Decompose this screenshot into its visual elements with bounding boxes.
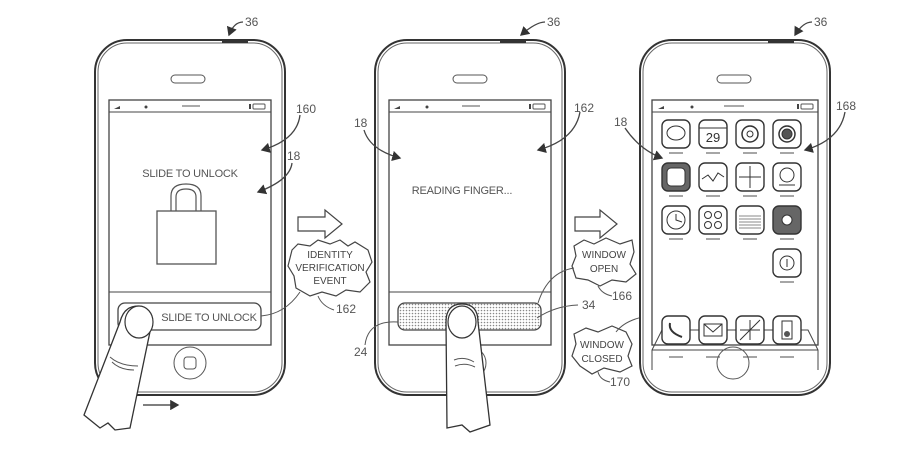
svg-text:OPEN: OPEN [590,264,618,275]
status-bar [658,103,814,110]
phone-locked: SLIDE TO UNLOCK SLIDE TO UNLOCK [83,39,286,431]
finger-icon [445,303,491,433]
right-arrow-icon [574,208,618,240]
ref-label-36: 36 [547,15,561,29]
calendar-icon[interactable]: 29 [698,119,728,154]
ipod-icon[interactable] [772,315,802,358]
lock-status-icon [249,104,251,109]
finger-icon [83,305,154,431]
slider-label: SLIDE TO UNLOCK [161,312,257,324]
earpiece-icon [452,74,488,84]
slide-to-unlock-slider[interactable] [117,302,262,331]
calendar-day: 29 [706,130,720,145]
photos-icon[interactable] [735,119,765,154]
ref-label-36: 36 [245,15,259,29]
settings-icon[interactable] [772,205,802,240]
right-arrow-icon [297,208,343,240]
clock-icon[interactable] [661,205,691,240]
dock-icons [661,315,802,358]
app-store-icon[interactable] [772,248,802,283]
weather-icon[interactable] [772,162,802,197]
ref-label-18: 18 [614,115,628,129]
home-button[interactable] [716,346,750,380]
phone-unlocked: 29 [639,39,831,396]
svg-text:CLOSED: CLOSED [581,354,622,365]
mail-icon[interactable] [698,315,728,358]
ref-label-162-event: 162 [336,302,356,316]
svg-text:IDENTITY: IDENTITY [307,250,353,261]
ref-label-168: 168 [836,99,856,113]
wifi-icon [144,105,148,109]
battery-icon [252,103,266,110]
svg-text:WINDOW: WINDOW [580,340,624,351]
safari-icon[interactable] [735,315,765,358]
notes-icon[interactable] [735,205,765,240]
ref-label-170: 170 [610,375,630,389]
maps-icon[interactable] [735,162,765,197]
svg-text:VERIFICATION: VERIFICATION [295,263,364,274]
stocks-icon[interactable] [698,162,728,197]
status-bar [394,103,546,110]
home-button[interactable] [173,346,207,380]
ref-label-162: 162 [574,101,594,115]
youtube-icon[interactable] [661,162,691,197]
status-bar [114,103,266,110]
ref-label-160: 160 [296,102,316,116]
ref-label-18: 18 [354,116,368,130]
ref-label-166: 166 [612,289,632,303]
window-closed-bubble: WINDOW CLOSED [571,325,633,375]
dock [651,329,819,370]
app-grid: 29 [661,119,802,283]
svg-text:WINDOW: WINDOW [582,250,626,261]
ref-label-18: 18 [287,149,301,163]
lock-screen-text: SLIDE TO UNLOCK [142,168,238,180]
reading-finger-text: READING FINGER... [412,185,513,197]
ref-label-36: 36 [814,15,828,29]
sleep-button [222,40,248,43]
ref-label-24: 24 [354,345,368,359]
ref-label-34: 34 [582,298,596,312]
identity-verification-event-bubble: IDENTITY VERIFICATION EVENT [287,239,373,297]
earpiece-icon [170,74,206,84]
phone-icon[interactable] [661,315,691,358]
svg-text:EVENT: EVENT [313,276,346,287]
window-open-bubble: WINDOW OPEN [571,237,637,287]
calculator-icon[interactable] [698,205,728,240]
messages-icon[interactable] [661,119,691,154]
earpiece-icon [716,74,752,84]
camera-icon[interactable] [772,119,802,154]
padlock-icon [156,183,217,265]
signal-icon [114,106,120,109]
phone-reading: READING FINGER... [374,39,566,433]
